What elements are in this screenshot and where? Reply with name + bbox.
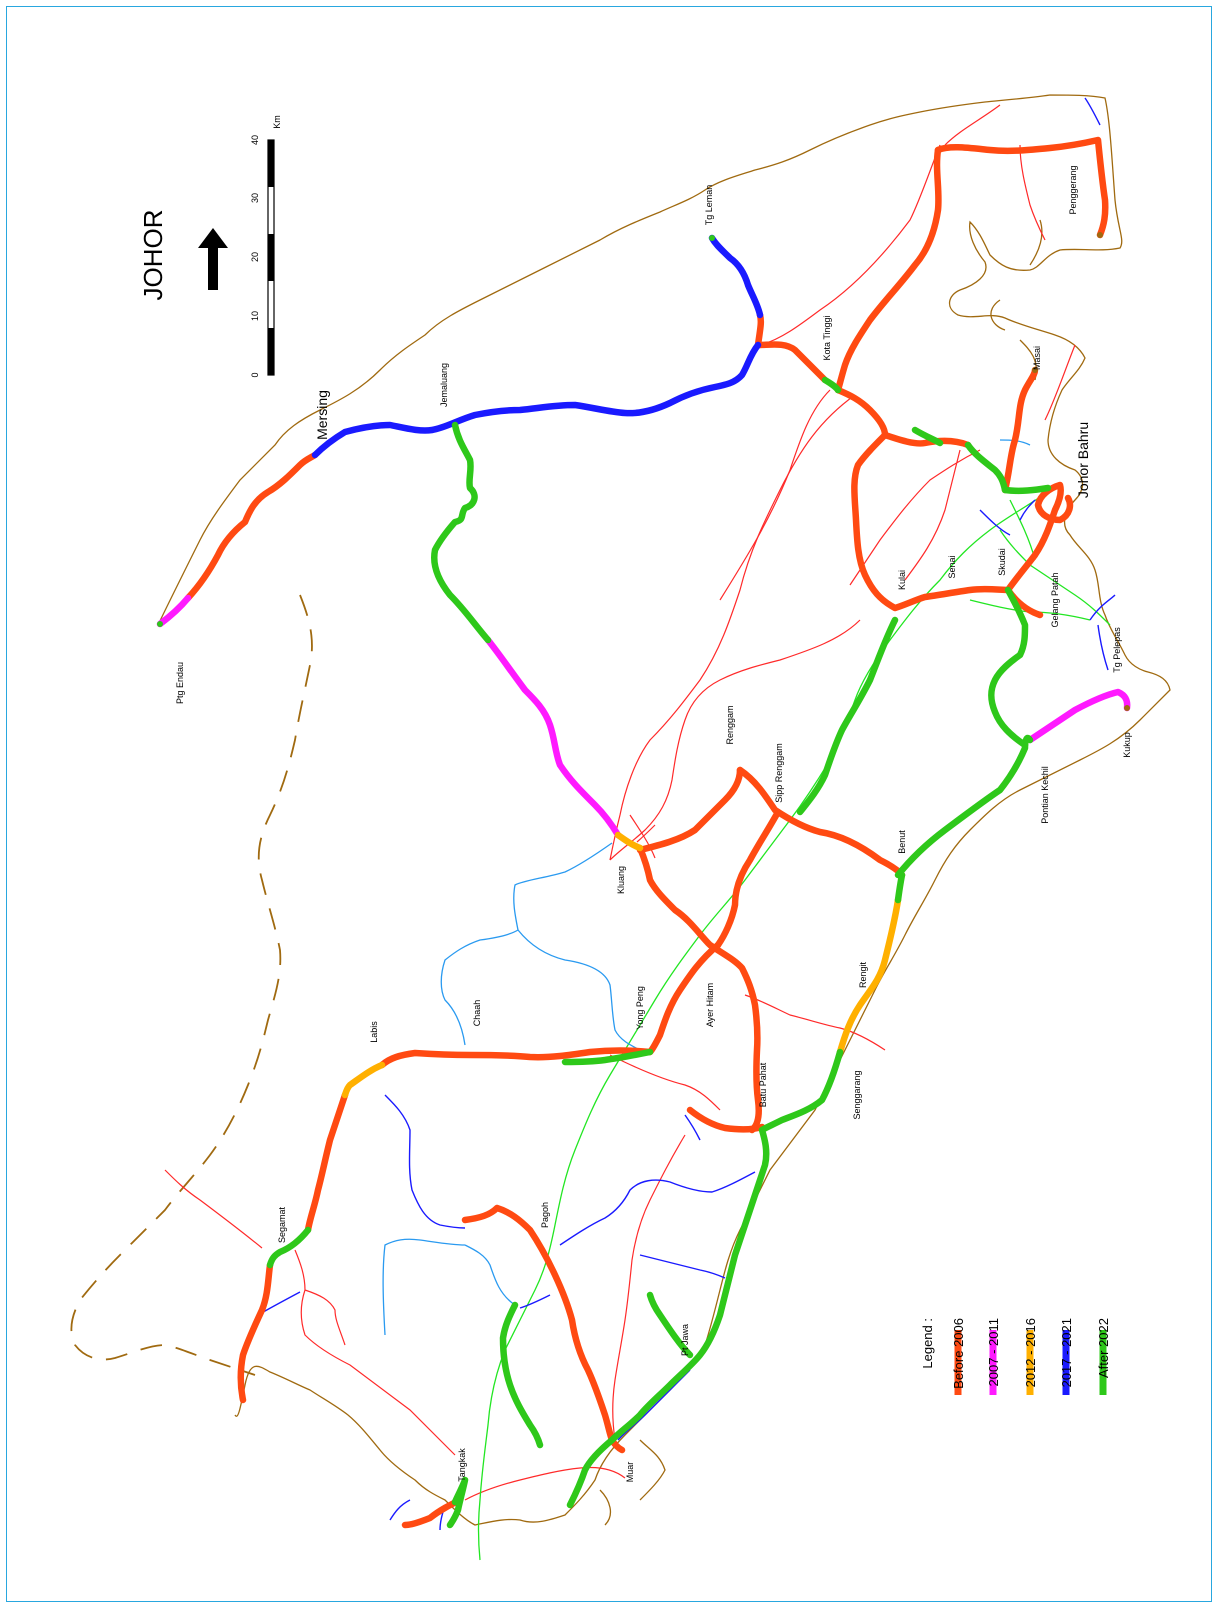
- town-label-renggam: Renggam: [725, 705, 735, 744]
- scale-tick-20: 20: [250, 252, 260, 262]
- town-label-jemaluang: Jemaluang: [439, 363, 449, 407]
- town-label-ptg-endau: Ptg Endau: [175, 662, 185, 704]
- legend-label-4: After 2022: [1096, 1318, 1111, 1378]
- town-label-skudai: Skudai: [997, 548, 1007, 576]
- legend-label-2: 2012 - 2016: [1023, 1318, 1038, 1387]
- state-border: [70, 594, 313, 1376]
- town-label-ayer-hitam: Ayer Hitam: [705, 983, 715, 1027]
- town-label-muar: Muar: [625, 1462, 635, 1483]
- town-label-tg-pelepas: Tg Pelepas: [1112, 627, 1122, 673]
- town-labels: Ptg Endau Mersing Jemaluang Tg Leman Kot…: [175, 165, 1132, 1482]
- town-label-gelang-patah: Gelang Patah: [1050, 572, 1060, 627]
- light-blue-roads: [382, 439, 1031, 1336]
- town-label-chaah: Chaah: [472, 1000, 482, 1027]
- railway: [477, 489, 1111, 1561]
- town-label-tangkak: Tangkak: [457, 1448, 467, 1482]
- highways-2012-2016: [341, 831, 902, 1099]
- town-label-labis: Labis: [369, 1021, 379, 1043]
- map-title: JOHOR: [138, 210, 168, 301]
- highways-before-2006: [184, 136, 1109, 1529]
- legend-heading: Legend :: [920, 1318, 935, 1369]
- scale-tick-40: 40: [250, 135, 260, 145]
- scale-tick-0: 0: [250, 372, 260, 377]
- coastline: [157, 94, 1171, 1526]
- town-label-johor-bahru: Johor Bahru: [1075, 422, 1091, 498]
- scale-bar: 0 10 20 30 40 Km: [250, 115, 282, 377]
- town-label-senai: Senai: [947, 555, 957, 578]
- town-label-kukup: Kukup: [1122, 732, 1132, 758]
- north-arrow-icon: [198, 228, 228, 290]
- town-label-benut: Benut: [897, 830, 907, 854]
- highways-2017-2021: [311, 234, 764, 459]
- town-label-yong-peng: Yong Peng: [635, 986, 645, 1030]
- town-markers: [157, 232, 1130, 711]
- town-label-mersing: Mersing: [314, 390, 330, 440]
- town-label-pagoh: Pagoh: [540, 1202, 550, 1228]
- town-label-senggarang: Senggarang: [852, 1070, 862, 1119]
- legend-label-3: 2017 - 2021: [1059, 1318, 1074, 1387]
- scale-unit: Km: [272, 115, 282, 129]
- map-frame: [6, 6, 1212, 1602]
- town-label-batu-pahat: Batu Pahat: [758, 1062, 768, 1107]
- town-label-penggerang: Penggerang: [1068, 165, 1078, 214]
- town-label-pt-jawa: Pt Jawa: [680, 1324, 690, 1356]
- highways-after-2022: [266, 376, 1052, 1529]
- legend-label-1: 2007 - 2011: [986, 1318, 1001, 1386]
- minor-roads: [164, 104, 1076, 1501]
- town-label-kota-tinggi: Kota Tinggi: [822, 315, 832, 360]
- legend: Legend : Before 2006 2007 - 2011 2012 - …: [920, 1318, 1111, 1395]
- town-label-masai: Masai: [1032, 346, 1042, 370]
- scale-tick-30: 30: [250, 193, 260, 203]
- town-label-pontian-kechil: Pontian Kechil: [1040, 766, 1050, 824]
- town-label-segamat: Segamat: [277, 1206, 287, 1243]
- town-label-kluang: Kluang: [616, 866, 626, 894]
- town-label-tg-leman: Tg Leman: [704, 185, 714, 226]
- town-label-sipp-renggam: Sipp Renggam: [774, 743, 784, 803]
- town-label-kulai: Kulai: [897, 570, 907, 590]
- legend-label-0: Before 2006: [951, 1318, 966, 1389]
- town-label-rengit: Rengit: [858, 961, 868, 988]
- scale-tick-10: 10: [250, 311, 260, 321]
